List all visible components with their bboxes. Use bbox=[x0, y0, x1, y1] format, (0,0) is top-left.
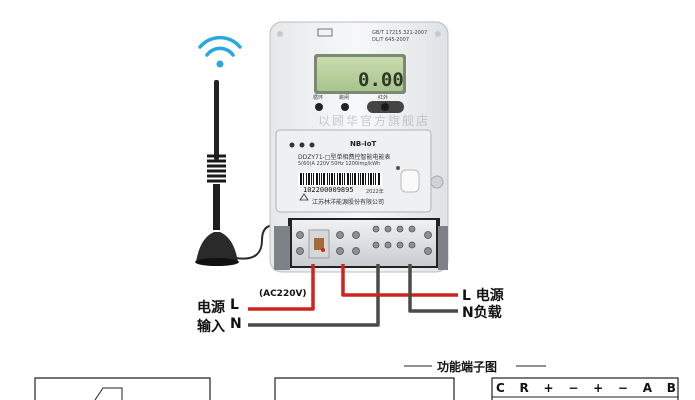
barcode-bar bbox=[358, 173, 359, 185]
lcd-reading: 0.00 bbox=[358, 69, 404, 91]
terminal-screws bbox=[296, 225, 432, 255]
barcode-bar bbox=[375, 173, 376, 185]
spec-text: 5(60)A 220V 50Hz 1200imp/kWh bbox=[298, 161, 381, 167]
barcode-bar bbox=[308, 173, 310, 185]
pin-label: + bbox=[593, 381, 604, 395]
barcode-bar bbox=[337, 173, 338, 185]
barcode-bar bbox=[354, 173, 356, 185]
bottom-diagrams bbox=[34, 365, 679, 400]
pin-label: R bbox=[519, 381, 529, 395]
barcode-bar bbox=[339, 173, 341, 185]
barcode bbox=[300, 173, 380, 185]
l-input-label: L bbox=[230, 297, 239, 313]
barcode-bar bbox=[378, 173, 380, 185]
power-source-label: 电源 bbox=[197, 300, 225, 316]
terminal-pin-row: C R + − + − A B bbox=[496, 381, 676, 395]
barcode-bar bbox=[316, 173, 318, 185]
barcode-bar bbox=[334, 173, 335, 185]
neutral-wire-output bbox=[408, 264, 458, 313]
barcode-bar bbox=[313, 173, 314, 185]
n-input-label: N bbox=[230, 316, 242, 332]
barcode-bar bbox=[347, 173, 349, 185]
terminal-diagram-title: 功能端子图 bbox=[437, 360, 498, 374]
barcode-bar bbox=[329, 173, 330, 185]
year-label: 2022年 bbox=[366, 189, 384, 195]
barcode-bar bbox=[306, 173, 307, 185]
manufacturer: 江苏林洋能源股份有限公司 bbox=[312, 199, 385, 206]
terminal-block bbox=[274, 218, 448, 270]
barcode-bar bbox=[365, 173, 366, 185]
barcode-bar bbox=[342, 173, 343, 185]
n-output-label: N负载 bbox=[462, 305, 502, 321]
serial-number: 102200009895 bbox=[303, 186, 354, 194]
button-label-trip: 跳闸 bbox=[339, 95, 350, 101]
barcode-bar bbox=[303, 173, 304, 185]
barcode-bar bbox=[331, 173, 333, 185]
antenna bbox=[195, 80, 276, 266]
button-label-cycle: 循环 bbox=[313, 95, 324, 101]
voltage-label: (AC220V) bbox=[259, 289, 307, 299]
wires bbox=[248, 264, 458, 327]
l-output-label: L 电源 bbox=[462, 288, 504, 304]
barcode-bar bbox=[352, 173, 353, 185]
neutral-wire-input bbox=[248, 264, 380, 327]
barcode-bar bbox=[368, 173, 369, 185]
barcode-bar bbox=[350, 173, 351, 185]
model-text: DDZY71-□型单相费控智能电能表 bbox=[298, 154, 391, 161]
input-label: 输入 bbox=[197, 319, 225, 335]
energy-meter bbox=[269, 21, 449, 273]
pin-label: C bbox=[496, 381, 505, 395]
barcode-bar bbox=[344, 173, 345, 185]
barcode-bar bbox=[373, 173, 374, 185]
live-wire-input bbox=[248, 264, 315, 311]
button-label-infrared: 红外 bbox=[378, 95, 389, 101]
watermark: 以顾华官方旗舰店 bbox=[318, 114, 431, 128]
standard-line-2: DL/T 645-2007 bbox=[372, 37, 410, 43]
barcode-bar bbox=[321, 173, 322, 185]
live-wire-output bbox=[341, 264, 458, 297]
pin-label: B bbox=[666, 381, 676, 395]
barcode-bar bbox=[360, 173, 361, 185]
pin-label: A bbox=[642, 381, 653, 395]
barcode-bar bbox=[327, 173, 328, 185]
pin-label: − bbox=[568, 381, 579, 395]
barcode-bar bbox=[319, 173, 320, 185]
wifi-icon bbox=[198, 35, 242, 68]
barcode-bar bbox=[311, 173, 312, 185]
barcode-bar bbox=[362, 173, 364, 185]
pin-label: − bbox=[617, 381, 628, 395]
barcode-bar bbox=[300, 173, 302, 185]
barcode-bar bbox=[323, 173, 325, 185]
standard-line-1: GB/T 17215.321-2007 bbox=[372, 30, 428, 36]
module-name: NB-IoT bbox=[350, 140, 377, 148]
barcode-bar bbox=[370, 173, 372, 185]
pin-label: + bbox=[543, 381, 554, 395]
